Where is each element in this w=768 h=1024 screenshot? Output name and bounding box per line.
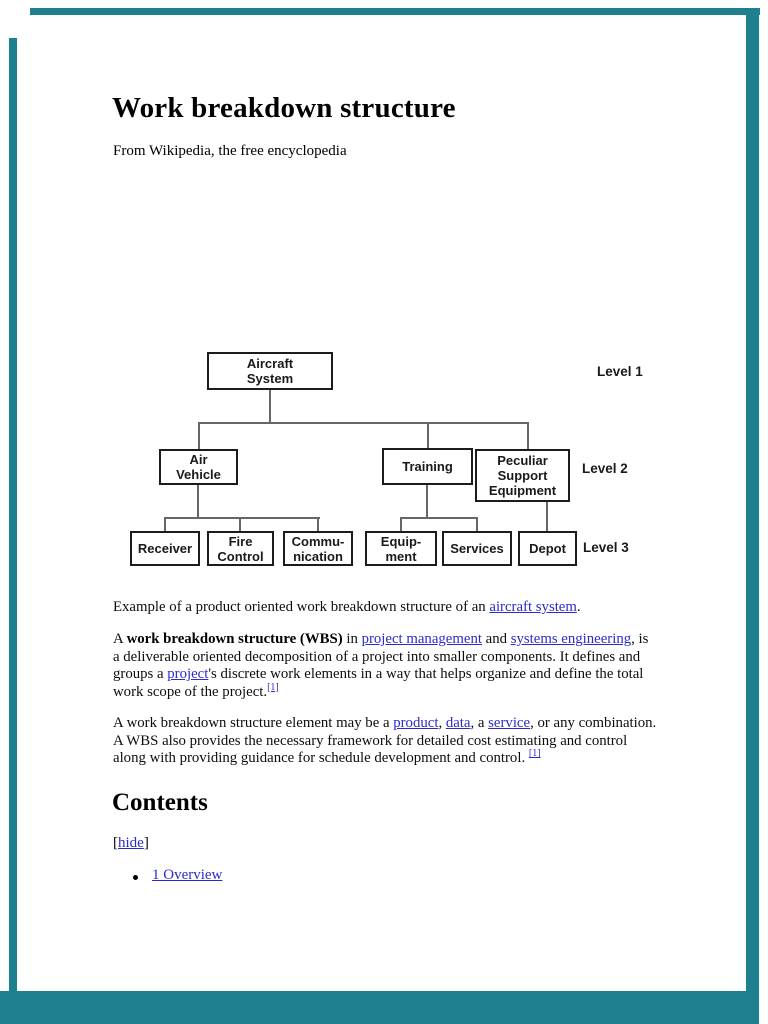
connector-line xyxy=(317,517,319,531)
wbs-box-receiver: Receiver xyxy=(130,531,200,566)
wiki-link[interactable]: aircraft system xyxy=(489,599,577,615)
figure-caption: Example of a product oriented work break… xyxy=(113,599,581,615)
wiki-link[interactable]: systems engineering xyxy=(510,631,632,647)
page-frame-right xyxy=(746,10,759,1024)
hide-toggle-link[interactable]: hide xyxy=(118,835,144,851)
reference-link[interactable]: [1] xyxy=(267,681,279,693)
bold-text: work breakdown structure (WBS) xyxy=(126,631,343,647)
connector-line xyxy=(426,485,428,517)
wbs-box-fire-control: Fire Control xyxy=(207,531,274,566)
level-3-label: Level 3 xyxy=(583,540,629,555)
bullet-icon xyxy=(133,875,138,880)
level-2-label: Level 2 xyxy=(582,461,628,476)
wiki-link[interactable]: project xyxy=(167,666,209,683)
wbs-box-air-vehicle: Air Vehicle xyxy=(159,449,238,485)
page-frame-left xyxy=(9,38,17,992)
wiki-link[interactable]: service xyxy=(488,715,531,731)
wbs-box-aircraft-system: Aircraft System xyxy=(207,352,333,390)
connector-line xyxy=(476,517,478,531)
connector-line xyxy=(427,422,429,448)
wiki-link[interactable]: data xyxy=(445,715,471,731)
paragraph-element: A work breakdown structure element may b… xyxy=(113,715,657,767)
connector-line xyxy=(400,517,402,531)
connector-line xyxy=(269,390,271,422)
toc-link-overview[interactable]: 1 Overview xyxy=(152,867,223,883)
page-frame-top xyxy=(30,8,760,15)
wbs-box-peculiar-support-equipment: Peculiar Support Equipment xyxy=(475,449,570,502)
page-title: Work breakdown structure xyxy=(112,92,456,124)
contents-hide-toggle: [hide] xyxy=(113,835,149,852)
wbs-box-depot: Depot xyxy=(518,531,577,566)
wbs-box-training: Training xyxy=(382,448,473,485)
wbs-box-equipment: Equip- ment xyxy=(365,531,437,566)
bracket-close: ] xyxy=(143,835,149,851)
wiki-link[interactable]: project management xyxy=(361,631,482,647)
connector-line xyxy=(164,517,320,519)
connector-line xyxy=(197,484,199,517)
bracket-open: [ xyxy=(113,835,118,851)
page-frame-bottom xyxy=(0,991,759,1024)
connector-line xyxy=(198,422,200,449)
contents-heading: Contents xyxy=(112,789,208,816)
wiki-link[interactable]: product xyxy=(393,715,439,731)
page-subtitle: From Wikipedia, the free encyclopedia xyxy=(113,143,347,159)
level-1-label: Level 1 xyxy=(597,364,643,379)
connector-line xyxy=(400,517,478,519)
connector-line xyxy=(546,502,548,531)
connector-line xyxy=(164,517,166,531)
reference-link[interactable]: [1] xyxy=(528,748,541,760)
wbs-box-services: Services xyxy=(442,531,512,566)
connector-line xyxy=(239,517,241,531)
connector-line xyxy=(527,422,529,449)
paragraph-intro: A work breakdown structure (WBS) in proj… xyxy=(113,631,649,700)
wbs-box-communication: Commu- nication xyxy=(283,531,353,566)
connector-line xyxy=(198,422,529,424)
